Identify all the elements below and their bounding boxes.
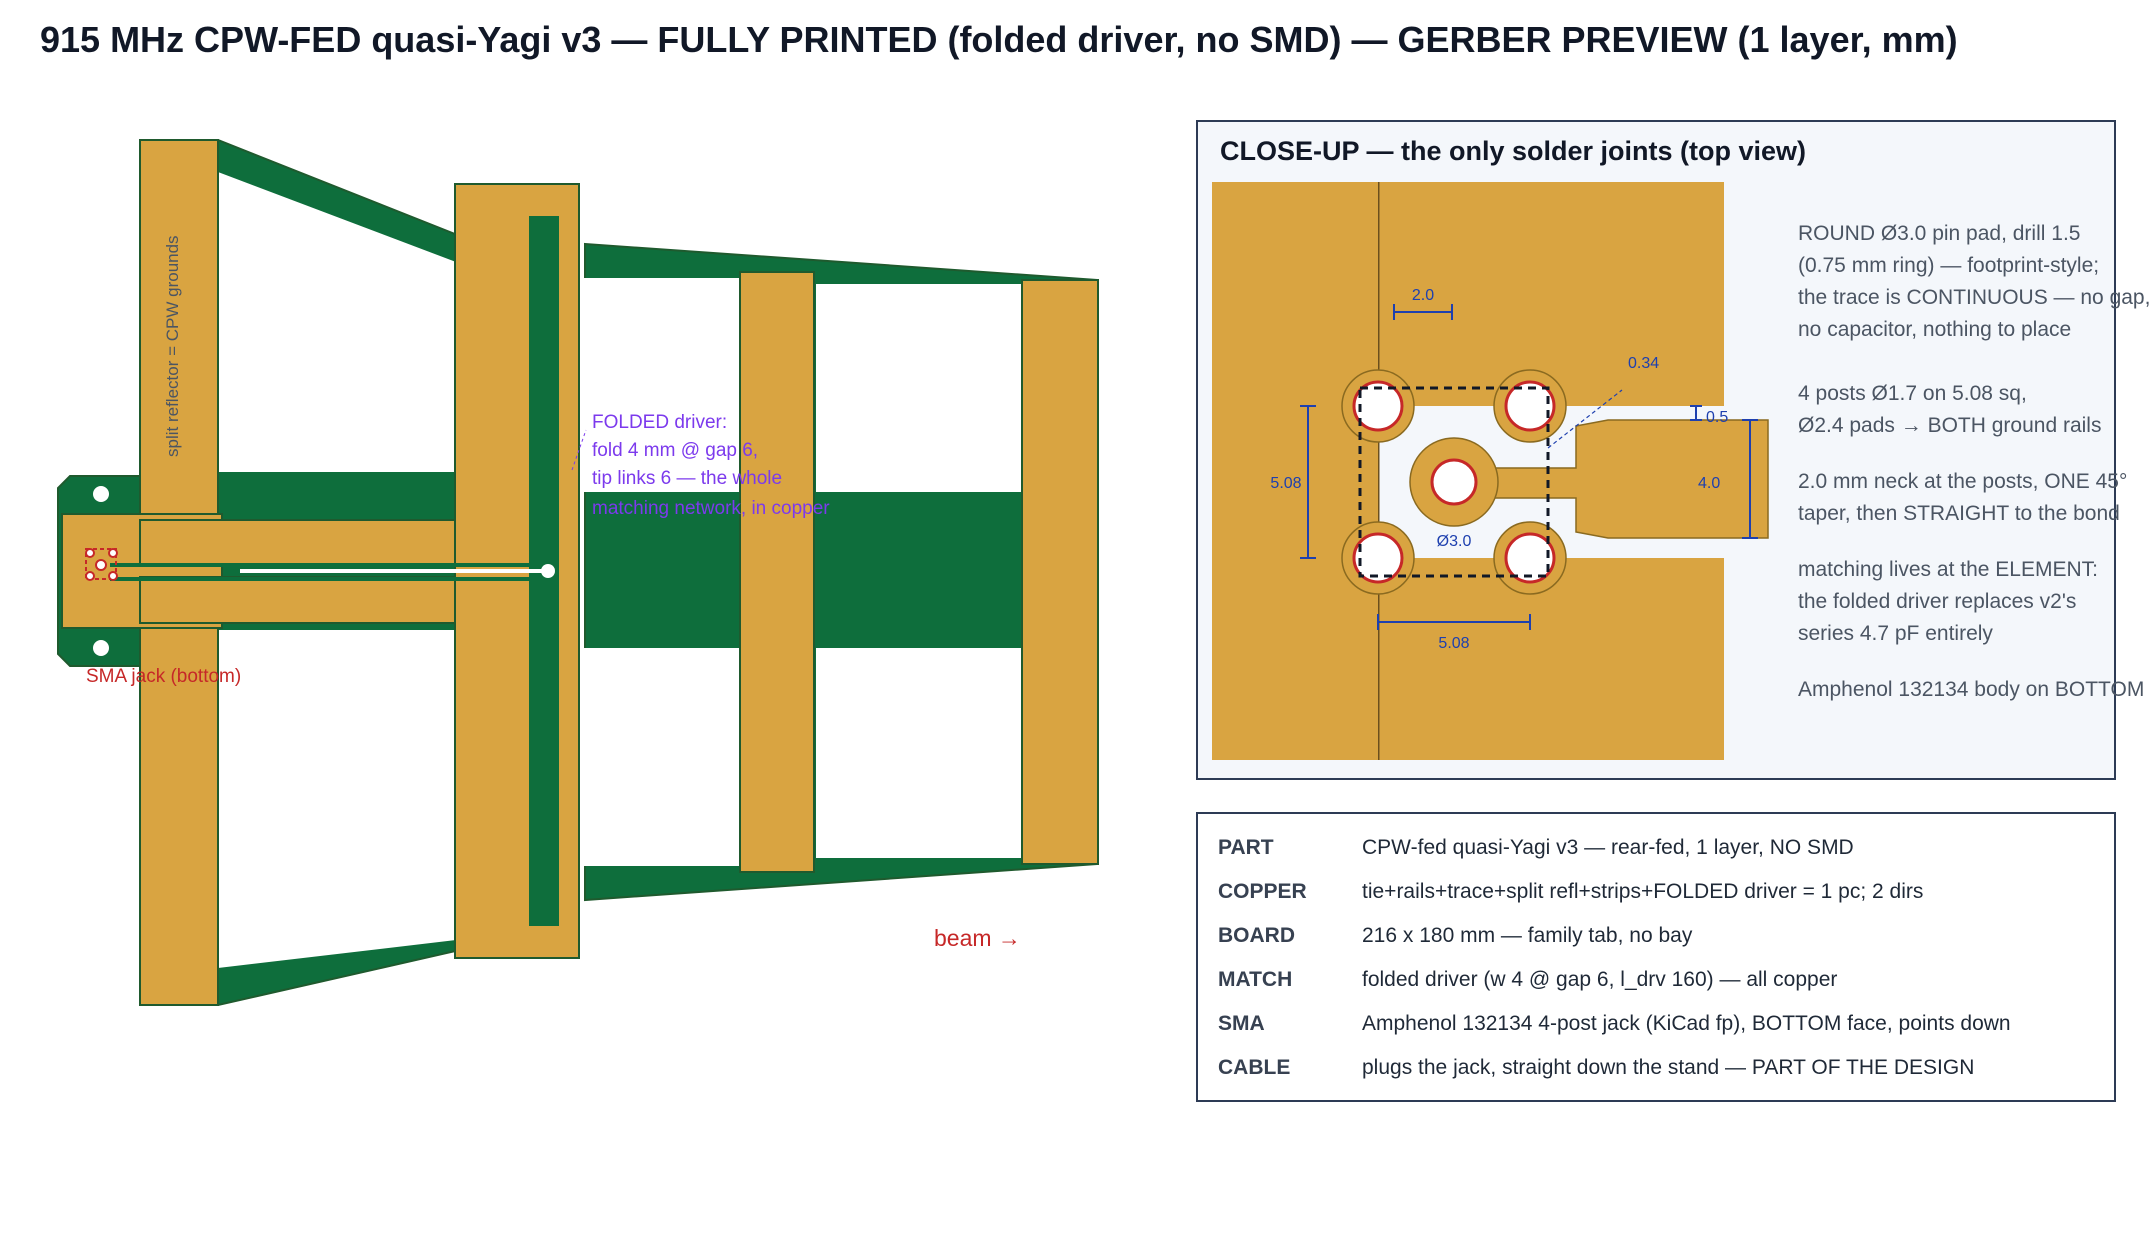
spec-row-board: BOARD 216 x 180 mm — family tab, no bay xyxy=(1218,914,2098,958)
spec-key: PART xyxy=(1218,836,1274,859)
cutout-upper-right xyxy=(816,284,1022,492)
dim-trace-label: 4.0 xyxy=(1698,475,1720,492)
closeup-pin-drill xyxy=(1430,458,1478,506)
driver-note-leader xyxy=(571,429,587,471)
director-1 xyxy=(739,271,815,873)
spec-value: folded driver (w 4 @ gap 6, l_drv 160) —… xyxy=(1362,968,1838,991)
sma-post-3 xyxy=(85,571,95,581)
spec-table: PART CPW-fed quasi-Yagi v3 — rear-fed, 1… xyxy=(1196,812,2116,1102)
closeup-dimension-labels: 2.0 0.34 0.5 4.0 5.08 5.08 Ø3.0 xyxy=(1270,287,1728,652)
spec-key: COPPER xyxy=(1218,880,1307,903)
sma-pin xyxy=(95,559,107,571)
closeup-note-sma-body: Amphenol 132134 body on BOTTOM xyxy=(1798,678,2145,701)
driver-note-line-3: tip links 6 — the whole xyxy=(592,468,782,489)
dim-gap-leader xyxy=(1547,389,1623,449)
spec-row-sma: SMA Amphenol 132134 4-post jack (KiCad f… xyxy=(1218,1002,2098,1046)
page-title: 915 MHz CPW-FED quasi-Yagi v3 — FULLY PR… xyxy=(40,19,1958,60)
spec-row-part: PART CPW-fed quasi-Yagi v3 — rear-fed, 1… xyxy=(1218,826,2098,870)
sma-label: SMA jack (bottom) xyxy=(86,666,241,687)
cpw-upper-ground-rail xyxy=(139,519,459,567)
dim-vpitch-label: 5.08 xyxy=(1270,475,1301,492)
driver-note-line-2: fold 4 mm @ gap 6, xyxy=(592,440,758,461)
spec-key: SMA xyxy=(1218,1012,1265,1035)
closeup-title: CLOSE-UP — the only solder joints (top v… xyxy=(1220,136,1807,166)
spec-key: CABLE xyxy=(1218,1056,1291,1079)
driver-note: FOLDED driver: fold 4 mm @ gap 6, tip li… xyxy=(592,412,830,519)
closeup-post-drills xyxy=(1352,380,1556,584)
sma-footprint xyxy=(85,548,118,581)
spec-value: 216 x 180 mm — family tab, no bay xyxy=(1362,924,1693,947)
closeup-center-trace xyxy=(1453,419,1769,539)
sma-post-4 xyxy=(108,571,118,581)
spec-row-cable: CABLE plugs the jack, straight down the … xyxy=(1218,1046,2098,1090)
closeup-post-drill-1 xyxy=(1352,380,1404,432)
closeup-footprint-square xyxy=(1358,386,1550,578)
spec-row-copper: COPPER tie+rails+trace+split refl+strips… xyxy=(1218,870,2098,914)
gerber-board-preview: split reflector = CPW grounds FOLDED dri… xyxy=(57,139,1099,1006)
dim-gap-label: 0.34 xyxy=(1628,355,1659,372)
cpw-gap-lower xyxy=(110,577,548,581)
board-cutouts xyxy=(218,172,1022,968)
dim-neck-label: 2.0 xyxy=(1412,287,1434,304)
spec-value: Amphenol 132134 4-post jack (KiCad fp), … xyxy=(1362,1012,2011,1035)
spec-value: CPW-fed quasi-Yagi v3 — rear-fed, 1 laye… xyxy=(1362,836,1854,859)
spec-key: BOARD xyxy=(1218,924,1295,947)
closeup-post-drill-4 xyxy=(1504,532,1556,584)
reflector-label: split reflector = CPW grounds xyxy=(163,235,182,457)
sma-courtyard xyxy=(85,548,117,580)
driver-note-line-1: FOLDED driver: xyxy=(592,412,727,433)
spec-row-match: MATCH folded driver (w 4 @ gap 6, l_drv … xyxy=(1218,958,2098,1002)
spec-value: tie+rails+trace+split refl+strips+FOLDED… xyxy=(1362,880,1924,903)
closeup-panel: 2.0 0.34 0.5 4.0 5.08 5.08 Ø3.0 CLOSE-UP… xyxy=(1196,120,2150,780)
cutout-upper-mid xyxy=(582,278,740,492)
cutout-lower-right xyxy=(816,648,1022,858)
cutout-lower-left xyxy=(218,630,456,968)
cpw-gap-upper xyxy=(110,563,548,567)
spec-value: plugs the jack, straight down the stand … xyxy=(1362,1056,1975,1079)
closeup-post-drill-3 xyxy=(1352,532,1404,584)
closeup-split-edge xyxy=(1378,182,1380,760)
driver-note-line-4: matching network, in copper xyxy=(592,498,830,519)
dim-hpitch-label: 5.08 xyxy=(1438,635,1469,652)
director-2 xyxy=(1021,279,1099,865)
closeup-note-neck: 2.0 mm neck at the posts, ONE 45° taper,… xyxy=(1798,470,2128,525)
closeup-post-drill-2 xyxy=(1504,380,1556,432)
closeup-note-pin-pad: ROUND Ø3.0 pin pad, drill 1.5 (0.75 mm r… xyxy=(1798,222,2151,341)
dim-taper-label: 0.5 xyxy=(1706,409,1728,426)
sma-post-2 xyxy=(108,548,118,558)
closeup-dimensions xyxy=(1300,304,1758,630)
cutout-lower-mid xyxy=(582,648,740,866)
dim-pin-pad-label: Ø3.0 xyxy=(1437,533,1472,550)
mounting-hole-bottom xyxy=(93,640,109,656)
closeup-note-matching: matching lives at the ELEMENT: the folde… xyxy=(1798,558,2098,645)
closeup-note-posts: 4 posts Ø1.7 on 5.08 sq, Ø2.4 pads → BOT… xyxy=(1798,382,2102,437)
feed-bond-point xyxy=(541,564,555,578)
beam-label: beam → xyxy=(934,925,1021,951)
cpw-feed xyxy=(110,563,555,581)
cpw-lower-ground-rail xyxy=(139,576,459,624)
closeup-drawing: 2.0 0.34 0.5 4.0 5.08 5.08 Ø3.0 xyxy=(1212,182,1769,760)
spec-key: MATCH xyxy=(1218,968,1293,991)
cutout-upper-left xyxy=(218,172,456,472)
sma-post-1 xyxy=(85,548,95,558)
mounting-hole-top xyxy=(93,486,109,502)
